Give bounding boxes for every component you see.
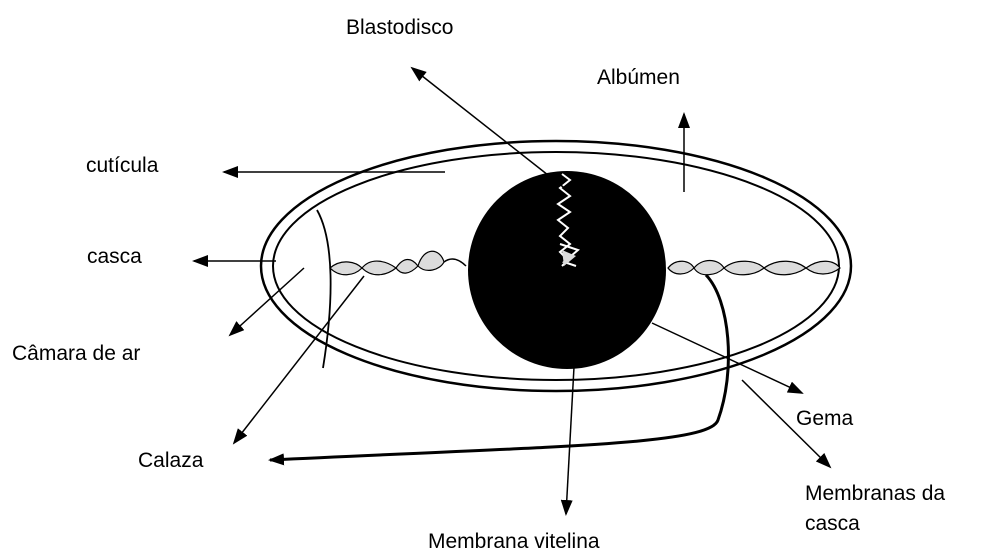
label-camara-de-ar: Câmara de ar: [12, 342, 140, 365]
label-membranas-da-casca-line2: casca: [805, 512, 860, 535]
yolk: [468, 171, 666, 369]
chalaza-right: [668, 261, 840, 275]
label-gema: Gema: [796, 407, 854, 430]
label-blastodisco: Blastodisco: [346, 16, 453, 39]
chalaza-left: [330, 251, 466, 275]
label-calaza: Calaza: [138, 449, 204, 472]
label-casca: casca: [87, 245, 142, 268]
label-membranas-da-casca-line1: Membranas da: [805, 482, 945, 505]
camara-de-ar-pointer: [230, 268, 304, 335]
label-cuticula: cutícula: [86, 154, 159, 177]
label-albumen: Albúmen: [597, 66, 680, 89]
label-membrana-vitelina: Membrana vitelina: [428, 530, 600, 552]
membrana-vitelina-pointer: [566, 367, 574, 514]
calaza-pointer-left: [234, 276, 364, 443]
